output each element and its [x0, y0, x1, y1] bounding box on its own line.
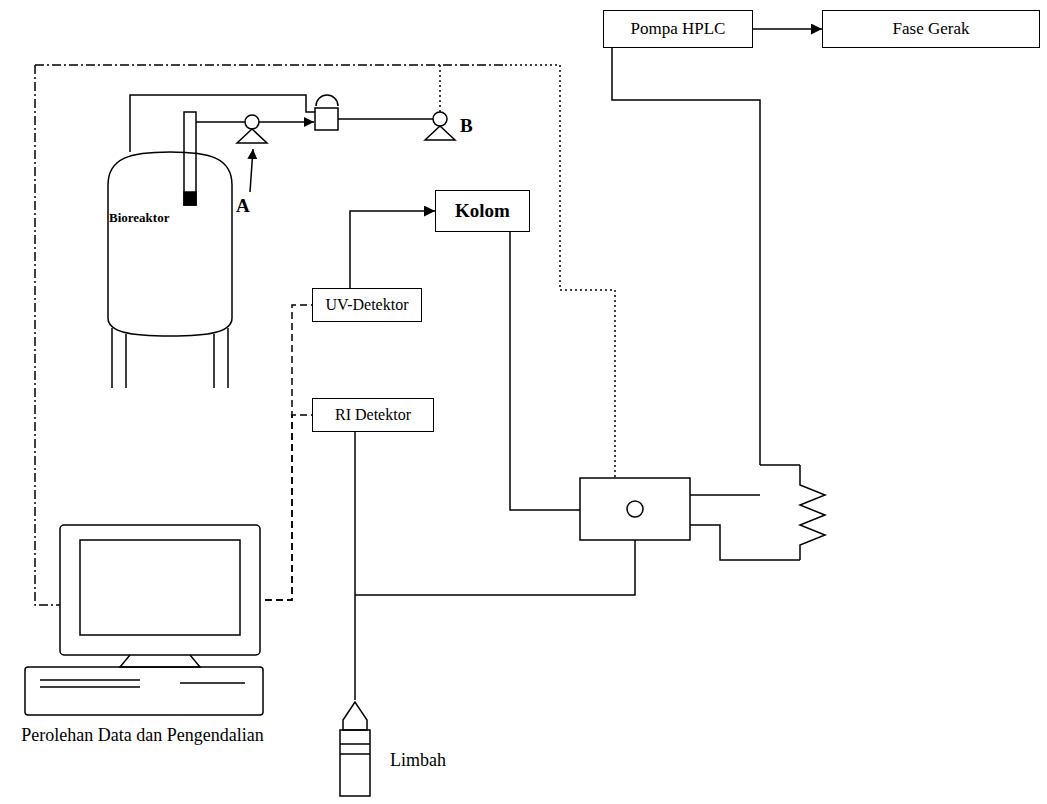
pump-symbol	[245, 115, 259, 129]
node-label: Perolehan Data dan Pengendalian	[20, 723, 265, 748]
detector-box: RI Detektor	[312, 398, 434, 432]
sample-line	[196, 121, 245, 123]
sample-loop-coil	[800, 465, 825, 560]
probe	[184, 112, 196, 205]
control-line	[35, 65, 60, 605]
computer: Perolehan Data dan Pengendalian	[20, 515, 265, 785]
callout-letter: B	[460, 116, 473, 137]
node-label: Kolom	[455, 200, 510, 223]
sample-line	[338, 118, 433, 120]
node-label: Pompa HPLC	[631, 19, 726, 39]
pump-symbol	[425, 126, 455, 140]
valve-rotor	[627, 501, 643, 517]
pump-box: Pompa HPLC	[603, 10, 753, 48]
computer-outline	[20, 515, 265, 720]
bioreactor-vessel: Bioreaktor	[100, 140, 240, 390]
control-line	[505, 65, 615, 478]
callout-letter: A	[236, 196, 250, 217]
sample-loop	[690, 465, 800, 560]
filter-box	[315, 108, 338, 130]
sample-line	[130, 95, 315, 152]
detector-box: UV-Detektor	[312, 288, 422, 322]
node-label: Limbah	[390, 750, 446, 772]
callout-arrow	[250, 149, 253, 192]
pump-symbol	[433, 112, 447, 126]
injection-valve	[580, 478, 690, 540]
probe-tip	[184, 192, 196, 205]
signal-line	[265, 415, 312, 600]
signal-line	[265, 305, 312, 600]
mobile-phase-box: Fase Gerak	[822, 10, 1040, 48]
node-label: RI Detektor	[335, 405, 411, 424]
sample-line	[259, 121, 314, 123]
pump-line	[612, 48, 760, 465]
waste-line	[355, 540, 635, 595]
node-label: Bioreaktor	[109, 210, 169, 226]
node-label: UV-Detektor	[326, 295, 409, 314]
pump-symbol	[237, 129, 267, 143]
flow-line	[753, 28, 822, 30]
column-box: Kolom	[435, 190, 530, 232]
flow-line	[350, 211, 435, 288]
waste-bottle: Limbah	[335, 700, 475, 800]
filter-dome	[316, 95, 338, 106]
bioreactor-vessel-outline	[100, 140, 240, 390]
flow-line	[354, 432, 356, 700]
control-line	[35, 64, 505, 66]
node-label: Fase Gerak	[893, 19, 970, 39]
control-line	[439, 65, 441, 112]
column-line	[510, 232, 580, 510]
